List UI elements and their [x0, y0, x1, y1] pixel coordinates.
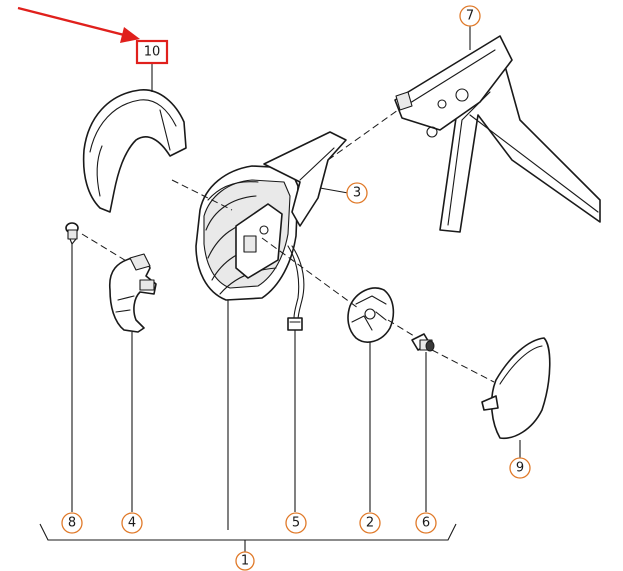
- callout-10-label: 10: [144, 45, 161, 60]
- callout-6: 6: [415, 512, 437, 534]
- callout-3: 3: [346, 182, 368, 204]
- callout-5: 5: [285, 512, 307, 534]
- bolt-part: [411, 333, 435, 352]
- leader-lines: [39, 26, 521, 552]
- callout-6-label: 6: [422, 516, 430, 531]
- callout-4-label: 4: [128, 516, 136, 531]
- callout-1: 1: [235, 551, 255, 571]
- wire-harness-part: [287, 245, 305, 331]
- mirror-glass-part: [481, 337, 551, 439]
- callout-8-label: 8: [68, 516, 76, 531]
- callout-9-label: 9: [516, 461, 524, 476]
- callout-10: 10: [135, 39, 169, 65]
- mirror-cover-cap: [82, 89, 187, 213]
- callout-4: 4: [121, 512, 143, 534]
- callout-5-label: 5: [292, 516, 300, 531]
- callout-1-label: 1: [241, 554, 249, 569]
- assembly-axes: [81, 109, 495, 383]
- mirror-motor-disc-part: [347, 287, 395, 343]
- small-screw-part: [65, 222, 79, 245]
- door-frame-part: [394, 35, 601, 233]
- callout-2: 2: [359, 512, 381, 534]
- callout-9: 9: [509, 457, 531, 479]
- callout-8: 8: [61, 512, 83, 534]
- bracket-clip-part: [108, 253, 157, 333]
- callout-7: 7: [459, 5, 481, 27]
- callout-7-label: 7: [466, 9, 474, 24]
- callout-2-label: 2: [366, 516, 374, 531]
- callout-3-label: 3: [353, 186, 361, 201]
- pointer-arrow: [17, 6, 140, 43]
- mirror-housing-part: [195, 131, 347, 301]
